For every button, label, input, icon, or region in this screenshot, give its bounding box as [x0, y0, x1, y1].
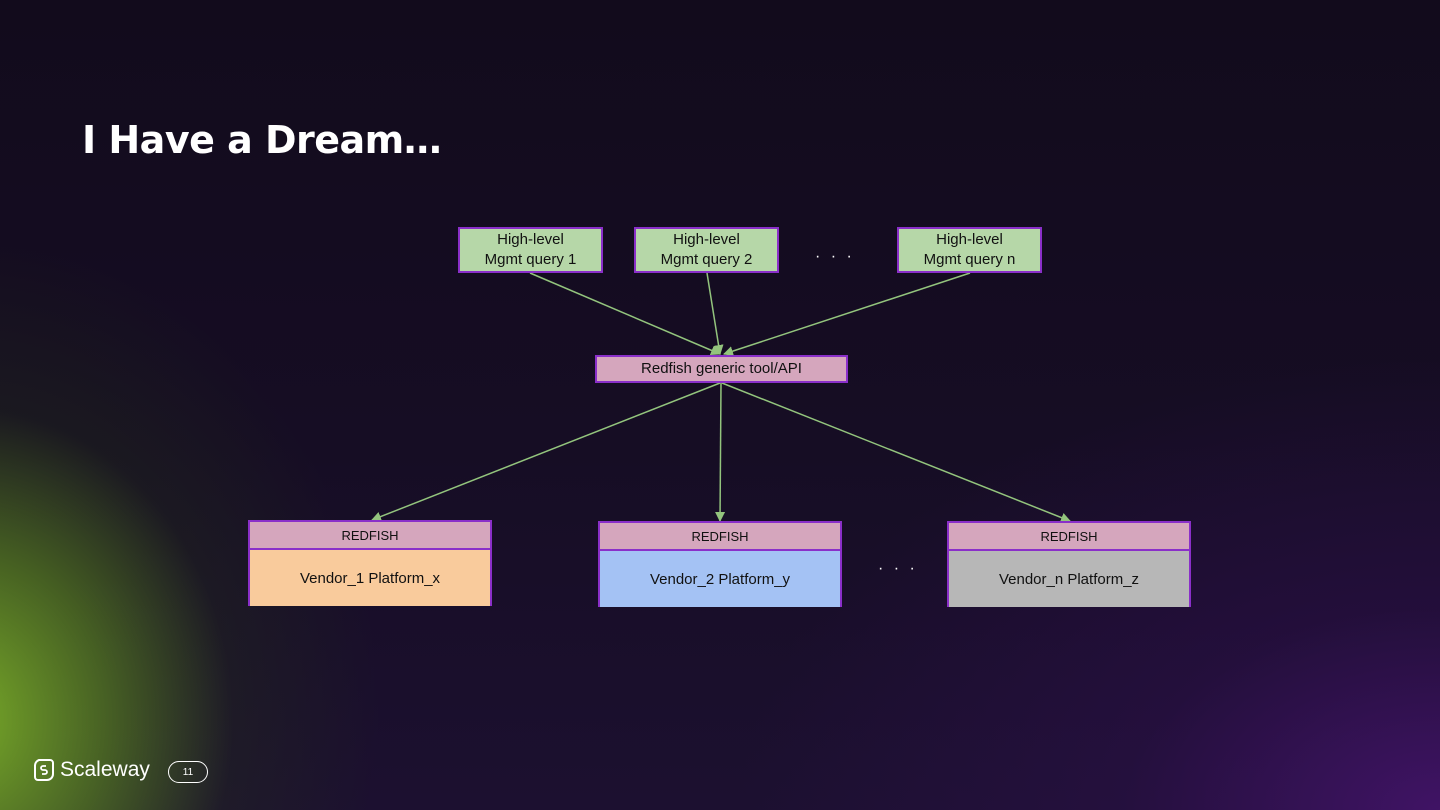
- query-box-n-line2: Mgmt query n: [923, 251, 1016, 268]
- edge-api-to-vendorn: [721, 382, 1071, 523]
- redfish-api-label: Redfish generic tool/API: [641, 360, 802, 377]
- vendor-box-1: REDFISH Vendor_1 Platform_x: [248, 520, 492, 606]
- vendor-box-1-header: REDFISH: [250, 522, 490, 550]
- vendor-box-2-label: Vendor_2 Platform_y: [600, 551, 840, 607]
- query-box-2-line2: Mgmt query 2: [660, 251, 753, 268]
- query-box-n: High-level Mgmt query n: [897, 227, 1042, 273]
- edge-query2-to-api: [706, 272, 724, 355]
- query-box-n-line1: High-level: [936, 231, 1003, 248]
- vendor-box-n: REDFISH Vendor_n Platform_z: [947, 521, 1191, 607]
- brand-name: Scaleway: [60, 758, 150, 781]
- page-number-badge: 11: [168, 761, 208, 783]
- vendor-box-n-header: REDFISH: [949, 523, 1189, 551]
- query-box-1-line1: High-level: [497, 231, 564, 248]
- redfish-api-box: Redfish generic tool/API: [595, 355, 848, 383]
- vendor-box-2: REDFISH Vendor_2 Platform_y: [598, 521, 842, 607]
- vendor-ellipsis: · · ·: [878, 560, 918, 577]
- query-box-2: High-level Mgmt query 2: [634, 227, 779, 273]
- vendor-box-1-label: Vendor_1 Platform_x: [250, 550, 490, 606]
- query-box-1-line2: Mgmt query 1: [484, 251, 577, 268]
- edge-api-to-vendor1: [371, 382, 721, 522]
- query-box-1: High-level Mgmt query 1: [458, 227, 603, 273]
- edge-query1-to-api: [529, 272, 721, 356]
- scaleway-logo-icon: [34, 759, 54, 781]
- query-box-2-line1: High-level: [673, 231, 740, 248]
- query-ellipsis: · · ·: [815, 248, 855, 265]
- vendor-box-2-header: REDFISH: [600, 523, 840, 551]
- slide-title: I Have a Dream…: [82, 118, 442, 162]
- edge-queryn-to-api: [723, 272, 971, 356]
- edge-api-to-vendor2: [715, 382, 726, 522]
- brand-logo: Scaleway: [34, 758, 150, 782]
- vendor-box-n-label: Vendor_n Platform_z: [949, 551, 1189, 607]
